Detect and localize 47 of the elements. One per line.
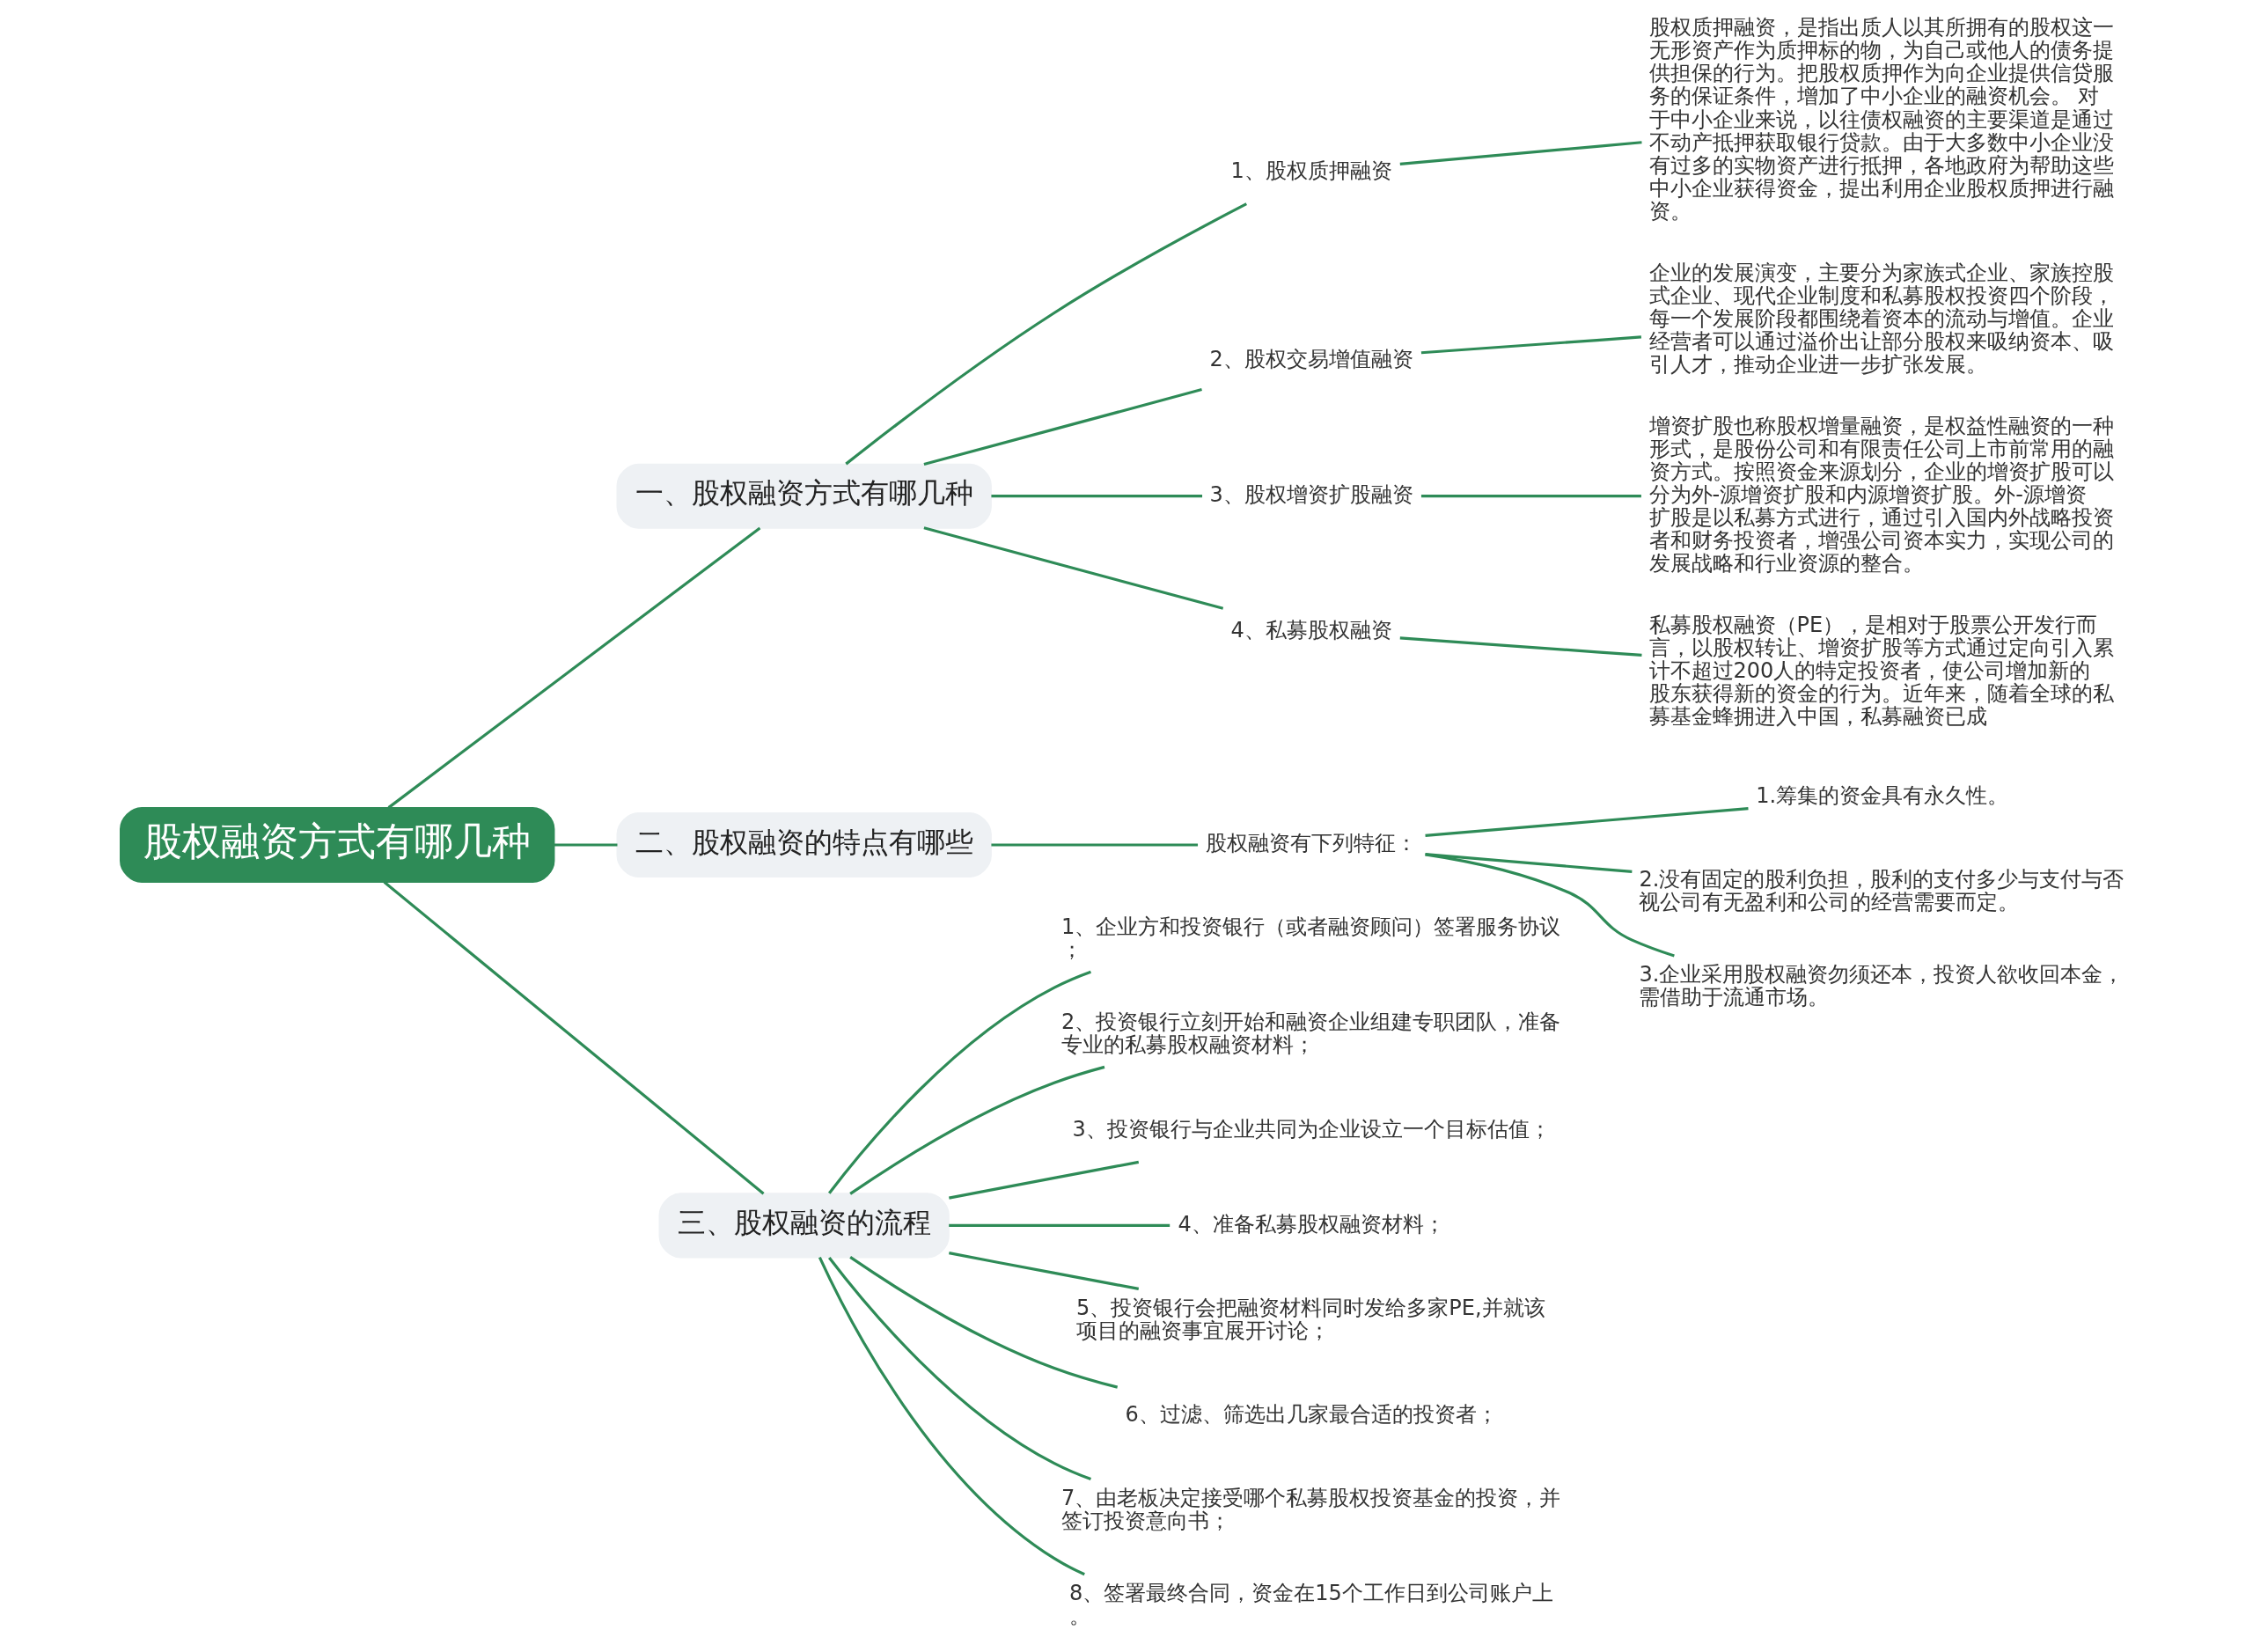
node-text: 企业的发展演变，主要分为家族式企业、家族控股式企业、现代企业制度和私募股权投资四个阶段，每一个发展阶段都围绕着资本的流动与增值。企业经营者可以通过溢价出让部分股权来吸纳资本、吸引人才，推动企业进一步扩张发展。: [1648, 260, 2114, 377]
node-text: 6、过滤、筛选出几家最合适的投资者；: [1125, 1401, 1498, 1427]
node-text: 1、企业方和投资银行（或者融资顾问）签署服务协议；: [1060, 914, 1561, 963]
connector: [1425, 853, 1633, 873]
node-text: 7、由老板决定接受哪个私募股权投资基金的投资，并签订投资意向书；: [1060, 1485, 1561, 1533]
connector: [383, 881, 765, 1195]
node-text: 2.没有固定的股利负担，股利的支付多少与支付与否视公司有无盈利和公司的经营需要而定。: [1639, 867, 2125, 915]
node-text: 5、投资银行会把融资材料同时发给多家PE,并就该项目的融资事宜展开讨论；: [1075, 1295, 1545, 1343]
node-text: 2、投资银行立刻开始和融资企业组建专职团队，准备专业的私募股权融资材料；: [1060, 1010, 1561, 1058]
node-text: 3.企业采用股权融资勿须还本，投资人欲收回本金，需借助于流通市场。: [1639, 962, 2125, 1010]
connector: [991, 495, 1203, 498]
node-text: 股权融资有下列特征：: [1206, 831, 1418, 856]
node-text: 4、准备私募股权融资材料；: [1178, 1211, 1445, 1237]
connector: [949, 1160, 1140, 1200]
connector: [1399, 141, 1642, 166]
node-box: 股权融资方式有哪几种: [120, 807, 555, 884]
connector: [1420, 495, 1641, 498]
connector: [849, 1065, 1105, 1195]
node-text: 8、签署最终合同，资金在15个工作日到公司账户上。: [1068, 1580, 1553, 1628]
connector: [949, 1223, 1171, 1227]
connector: [845, 202, 1248, 466]
node-box: 三、股权融资的流程: [658, 1193, 950, 1259]
node-text: 股权质押融资，是指出质人以其所拥有的股权这一无形资产作为质押标的物，为自己或他人的债务提供担保的行为。把股权质押作为向企业提供信贷服务的保证条件，增加了中小企业的融资机会。 对于中小企业来说，以往债权融资的主要渠道是通过不动产抵押获取银行贷款。由于大多数中小企业没有过多的实物资产进行抵押，各地政府为帮助这些中小企业获得资金，提出利用企业股权质押进行融资。: [1648, 15, 2114, 224]
node-text: 1.筹集的资金具有永久性。: [1756, 783, 2009, 809]
node-box: 一、股权融资方式有哪几种: [616, 463, 992, 529]
connector: [991, 843, 1199, 847]
connector: [1420, 335, 1642, 355]
connector: [828, 970, 1091, 1194]
connector: [1399, 636, 1642, 657]
node-text: 4、私募股权融资: [1230, 618, 1392, 643]
node-text: 3、投资银行与企业共同为企业设立一个目标估值；: [1072, 1116, 1551, 1142]
connector: [818, 1256, 1085, 1576]
connector: [1425, 807, 1749, 837]
node-text: 增资扩股也称股权增量融资，是权益性融资的一种形式，是股份公司和有限责任公司上市前常用的融资方式。按照资金来源划分，企业的增资扩股可以分为外-源增资扩股和内源增资扩股。外-源增资扩股是以私募方式进行，通过引入国内外战略投资者和财务投资者，增强公司资本实力，实现公司的发展战略和行业资源的整合。: [1648, 413, 2114, 576]
node-text: 3、股权增资扩股融资: [1209, 481, 1413, 507]
node-text: 1、股权质押融资: [1230, 158, 1392, 183]
node-text: 2、股权交易增值融资: [1209, 346, 1413, 371]
connector: [387, 526, 761, 809]
connector: [828, 1257, 1091, 1481]
connector: [923, 526, 1224, 610]
connector: [949, 1252, 1140, 1290]
connector: [923, 388, 1202, 466]
node-box: 二、股权融资的特点有哪些: [616, 812, 992, 878]
connector: [1425, 853, 1675, 958]
connector: [554, 843, 618, 847]
node-text: 私募股权融资（PE），是相对于股票公开发行而言，以股权转让、增资扩股等方式通过定向引入累计不超过200人的特定投资者，使公司增加新的股东获得新的资金的行为。近年来，随着全球的私募基金蜂拥进入中国，私募融资已成: [1648, 613, 2114, 730]
connector: [849, 1256, 1119, 1389]
